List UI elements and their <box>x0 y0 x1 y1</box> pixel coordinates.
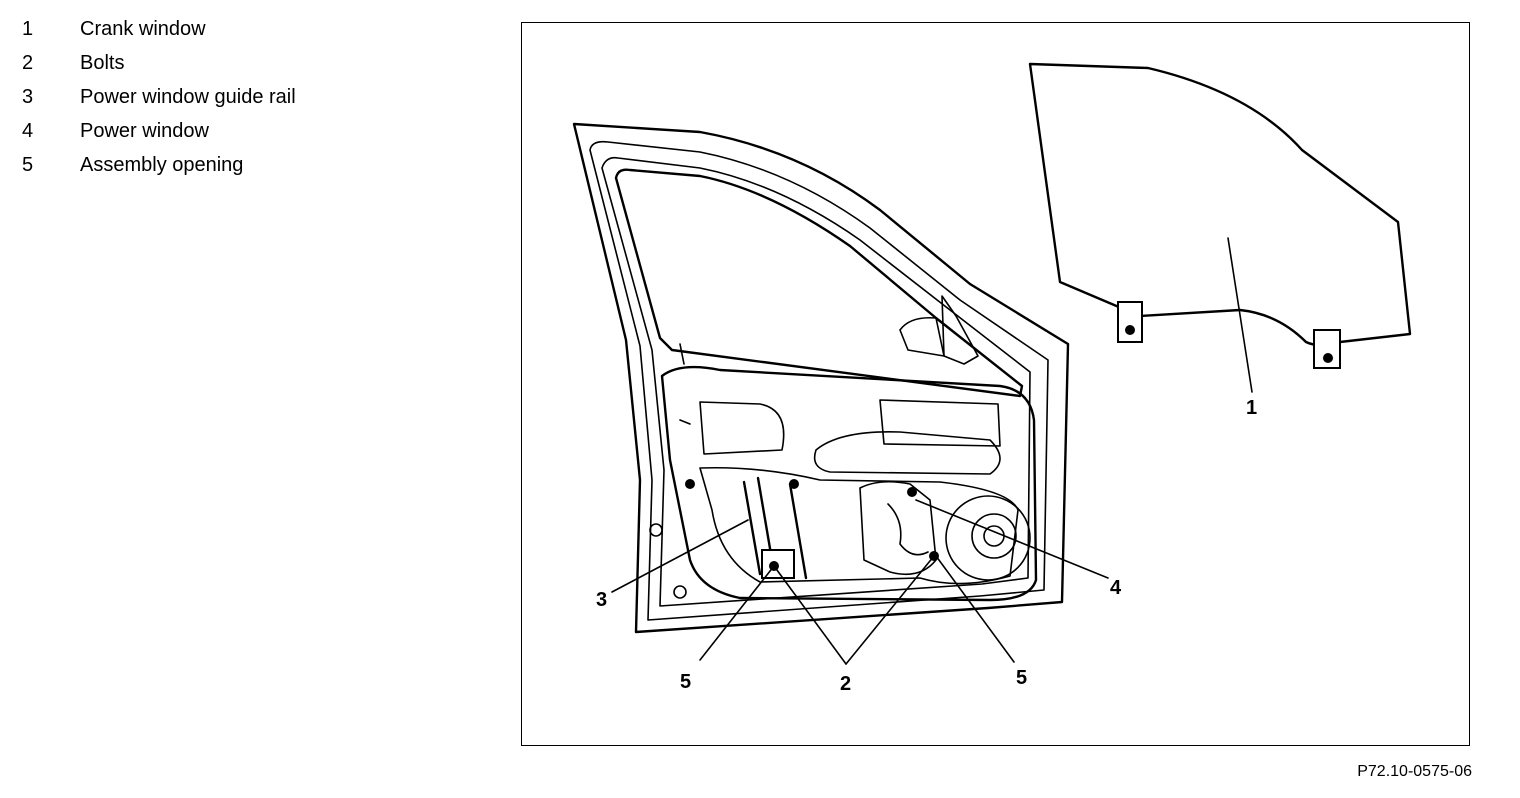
callout-3: 3 <box>596 589 607 611</box>
mount-hole <box>649 523 663 537</box>
legend-number: 2 <box>22 52 34 74</box>
legend-number: 4 <box>22 120 34 142</box>
callout-5-right: 5 <box>1016 667 1027 689</box>
legend-number: 1 <box>22 18 34 40</box>
speaker <box>945 495 1031 581</box>
legend-label: Bolts <box>80 52 125 74</box>
inner-panel <box>660 343 1038 602</box>
power-window-motor <box>859 480 939 576</box>
legend-number: 3 <box>22 86 34 108</box>
leader-lines <box>611 237 1253 665</box>
legend-item: 5 Assembly opening <box>22 148 442 182</box>
power-window-guide-rail <box>685 476 808 580</box>
legend-item: 4 Power window <box>22 114 442 148</box>
legend-label: Crank window <box>80 18 206 40</box>
legend-item: 1 Crank window <box>22 12 442 46</box>
legend: 1 Crank window 2 Bolts 3 Power window gu… <box>22 12 442 182</box>
figure-code: P72.10-0575-06 <box>1357 763 1472 780</box>
legend-item: 2 Bolts <box>22 46 442 80</box>
legend-number: 5 <box>22 154 34 176</box>
callout-4: 4 <box>1110 577 1122 599</box>
legend-label: Power window guide rail <box>80 86 296 108</box>
mount-hole <box>673 585 687 599</box>
callout-1: 1 <box>1246 397 1257 419</box>
door-frame <box>572 122 1070 634</box>
callout-5-left: 5 <box>680 671 691 693</box>
callout-2: 2 <box>840 673 851 695</box>
figure-frame <box>521 22 1470 746</box>
crank-window-glass <box>1028 62 1412 369</box>
legend-item: 3 Power window guide rail <box>22 80 442 114</box>
legend-label: Assembly opening <box>80 154 244 176</box>
legend-label: Power window <box>80 120 209 142</box>
